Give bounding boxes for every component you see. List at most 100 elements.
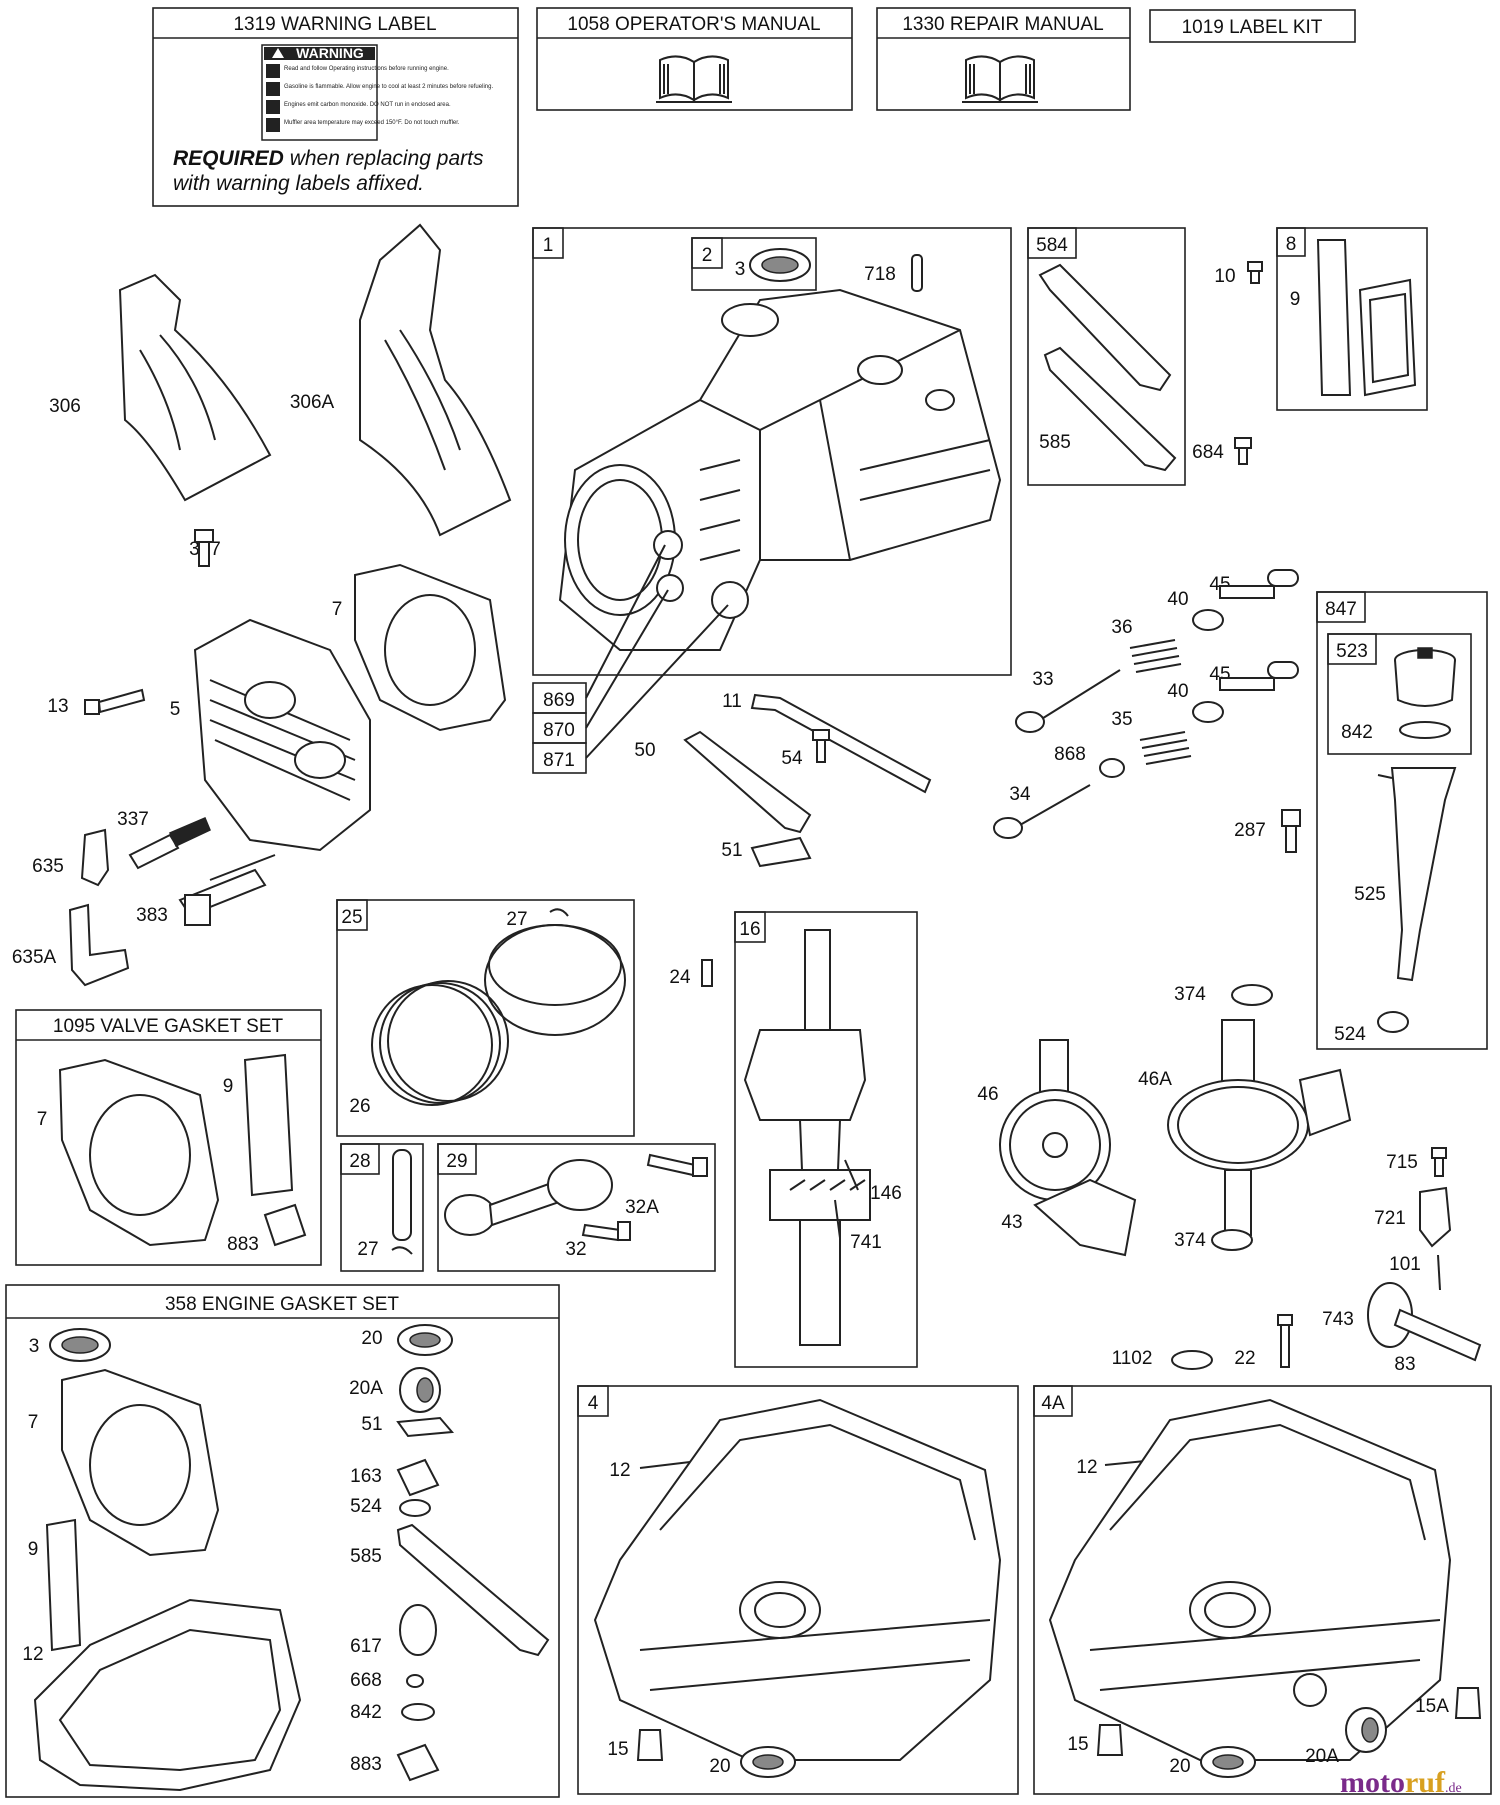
- callout-10: 10: [1214, 266, 1235, 287]
- engine-set-callout-524: 524: [350, 1496, 382, 1517]
- engine-set-callout-585: 585: [350, 1546, 382, 1567]
- callout-13: 13: [47, 696, 68, 717]
- callout-525: 525: [1354, 884, 1386, 905]
- callout-871: 871: [543, 750, 575, 771]
- callout-146: 146: [870, 1183, 902, 1204]
- gasket-icon: [396, 1523, 550, 1657]
- callout-287: 287: [1234, 820, 1266, 841]
- repair-manual-title: 1330 REPAIR MANUAL: [902, 14, 1103, 35]
- callout-374b: 374: [1174, 1230, 1206, 1251]
- callout-34: 34: [1009, 784, 1031, 805]
- callout-35: 35: [1111, 709, 1132, 730]
- callout-7: 7: [332, 599, 343, 620]
- callout-40b: 40: [1167, 681, 1188, 702]
- callout-721: 721: [1374, 1208, 1406, 1229]
- group-25-label: 25: [341, 907, 362, 928]
- required-note-line-1: REQUIRED when replacing parts: [173, 147, 484, 170]
- callout-46a: 46A: [1138, 1069, 1172, 1090]
- warning-label-box: 1319 WARNING LABEL WARNING Read and foll…: [152, 7, 519, 207]
- callout-51: 51: [721, 840, 742, 861]
- callout-22: 22: [1234, 1348, 1255, 1369]
- sump-4a-callout-20: 20: [1169, 1756, 1190, 1777]
- callout-50: 50: [634, 740, 655, 761]
- valve-set-callout-883: 883: [227, 1234, 259, 1255]
- warning-sticker-line-2: Gasoline is flammable. Allow engine to c…: [284, 84, 493, 90]
- piston-25-group: 25 27 26: [336, 899, 635, 1137]
- callout-32: 32: [565, 1239, 586, 1260]
- valve-spring-icon: [1139, 731, 1192, 765]
- rod-bolt-icon: [646, 1153, 708, 1177]
- ignition-armature-icon: [178, 854, 276, 926]
- oil-seal-icon: [49, 1328, 111, 1362]
- drain-plug-icon: [636, 1729, 664, 1761]
- piston-pin-icon: [392, 1149, 412, 1241]
- callout-9: 9: [1290, 289, 1301, 310]
- callout-868: 868: [1054, 744, 1086, 765]
- engine-set-callout-883: 883: [350, 1754, 382, 1775]
- callout-306: 306: [49, 396, 81, 417]
- group-28-label: 28: [349, 1151, 370, 1172]
- valve-spring-icon: [1129, 639, 1182, 673]
- warning-sticker-heading: WARNING: [296, 45, 364, 61]
- engine-gasket-set-title: 358 ENGINE GASKET SET: [165, 1294, 399, 1315]
- valve-retainer-icon: [1192, 701, 1224, 723]
- engine-set-callout-3: 3: [29, 1336, 40, 1357]
- sump-4-group: 4 12 15 20: [577, 1385, 1019, 1795]
- gasket-icon: [243, 1053, 294, 1197]
- sump-4a-group: 4A 12 15 20 20A 15A: [1033, 1385, 1492, 1795]
- warning-sticker-line-1: Read and follow Operating instructions b…: [284, 66, 449, 72]
- cam-seal-icon: [1231, 984, 1273, 1006]
- callout-27a: 27: [506, 909, 527, 930]
- callout-869: 869: [543, 690, 575, 711]
- engine-set-callout-9: 9: [28, 1539, 39, 1560]
- spark-plug-icon: [128, 817, 211, 870]
- head-gasket-icon: [58, 1058, 220, 1247]
- callout-27b: 27: [357, 1239, 378, 1260]
- piston-icon: [484, 924, 626, 1036]
- oil-seal-icon: [1345, 1707, 1387, 1753]
- operators-manual-box: 1058 OPERATOR'S MANUAL: [536, 7, 853, 111]
- exhaust-valve-icon: [993, 784, 1091, 839]
- tube-icon: [683, 730, 812, 834]
- retaining-clip-icon: [549, 908, 569, 917]
- gasket-icon: [1043, 346, 1177, 472]
- o-ring-icon: [401, 1703, 435, 1721]
- callout-24: 24: [669, 967, 691, 988]
- callout-715: 715: [1386, 1152, 1418, 1173]
- callout-40a: 40: [1167, 589, 1188, 610]
- o-ring-icon: [399, 1604, 437, 1656]
- sump-4-callout-15: 15: [607, 1739, 628, 1760]
- operators-manual-title: 1058 OPERATOR'S MANUAL: [567, 14, 820, 35]
- callout-3: 3: [735, 259, 746, 280]
- sump-4-callout-12: 12: [609, 1460, 630, 1481]
- group-1-label: 1: [543, 235, 554, 256]
- watermark-logo: motoruf.de: [1340, 1766, 1462, 1799]
- callout-743: 743: [1322, 1309, 1354, 1330]
- key-icon: [701, 959, 713, 987]
- sump-4-callout-20: 20: [709, 1756, 730, 1777]
- sump-4a-callout-20a: 20A: [1305, 1746, 1339, 1767]
- warning-sticker-line-3: Engines emit carbon monoxide. DO NOT run…: [284, 102, 451, 108]
- intake-valve-icon: [1015, 669, 1121, 733]
- connecting-rod-29-group: 29 32A 32: [437, 1143, 716, 1272]
- callout-33: 33: [1032, 669, 1053, 690]
- callout-32a: 32A: [625, 1197, 659, 1218]
- sump-4a-callout-15a: 15A: [1415, 1696, 1449, 1717]
- camshaft-gear-icon: [999, 1039, 1111, 1201]
- group-584-label: 584: [1036, 235, 1068, 256]
- gasket-icon: [396, 1416, 455, 1438]
- engine-set-callout-20: 20: [361, 1328, 382, 1349]
- gasket-icon: [263, 1203, 307, 1247]
- callout-741: 741: [850, 1232, 882, 1253]
- group-4a-label: 4A: [1041, 1393, 1065, 1414]
- callout-718: 718: [864, 264, 896, 285]
- screw-icon: [1431, 1147, 1447, 1177]
- screw-icon: [812, 729, 830, 763]
- connecting-rod-icon: [444, 1159, 613, 1236]
- retaining-clip-icon: [391, 1246, 413, 1255]
- sump-4a-callout-15: 15: [1067, 1734, 1088, 1755]
- spark-plug-boot-angled-icon: [68, 903, 130, 987]
- engine-set-callout-163: 163: [350, 1466, 382, 1487]
- valve-gasket-set-group: 1095 VALVE GASKET SET 7 9 883: [15, 1009, 322, 1266]
- bolt-icon: [194, 529, 214, 567]
